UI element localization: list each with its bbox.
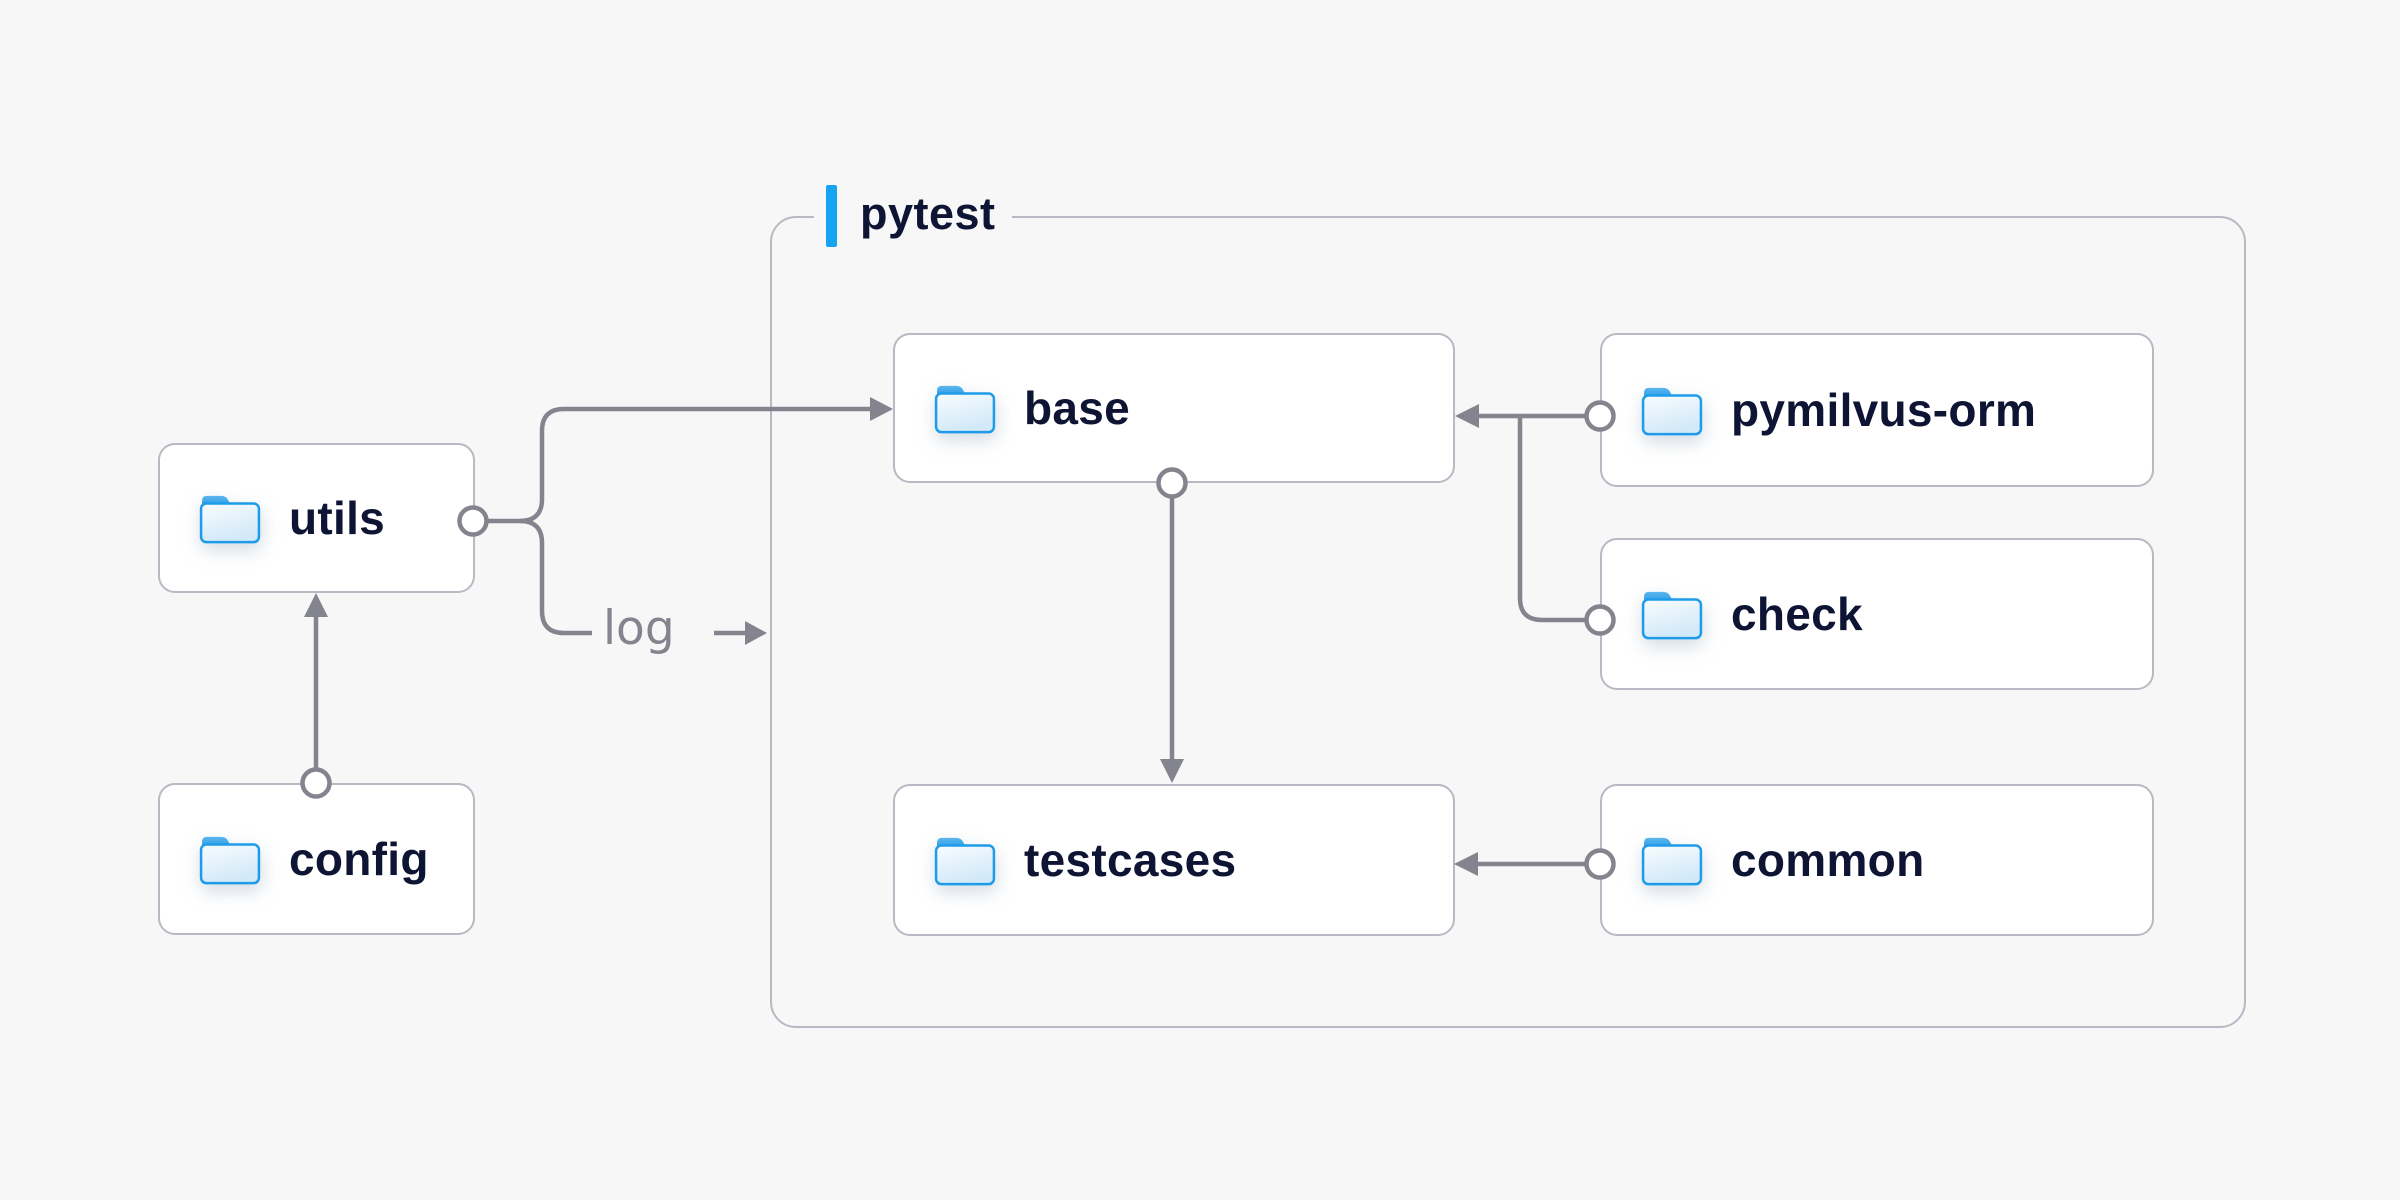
edge-label-log: log bbox=[603, 601, 675, 656]
edge-config-utils-arrowhead bbox=[304, 593, 328, 617]
edge-utils-log-line bbox=[519, 518, 592, 636]
pytest-group-title: pytest bbox=[860, 187, 996, 239]
folder-icon bbox=[199, 836, 261, 885]
node-label: testcases bbox=[1024, 834, 1237, 886]
node-utils: utils bbox=[158, 443, 475, 593]
folder-icon bbox=[1641, 591, 1703, 640]
node-common: common bbox=[1600, 784, 2154, 936]
folder-icon bbox=[1641, 837, 1703, 886]
node-label: common bbox=[1731, 834, 1925, 886]
node-label: check bbox=[1731, 588, 1863, 640]
node-label: config bbox=[289, 833, 429, 885]
node-label: pymilvus-orm bbox=[1731, 384, 2037, 436]
folder-icon bbox=[934, 385, 996, 434]
node-label: utils bbox=[289, 492, 386, 544]
node-pymilvus-orm: pymilvus-orm bbox=[1600, 333, 2154, 487]
accent-bar bbox=[826, 185, 837, 247]
folder-icon bbox=[934, 837, 996, 886]
node-testcases: testcases bbox=[893, 784, 1455, 936]
pytest-group-label: pytest bbox=[814, 183, 1012, 249]
edge-log-pytest-arrowhead bbox=[745, 621, 767, 645]
node-label: base bbox=[1024, 382, 1131, 434]
node-check: check bbox=[1600, 538, 2154, 690]
folder-icon bbox=[199, 495, 261, 544]
pytest-group-frame bbox=[770, 216, 2246, 1028]
node-config: config bbox=[158, 783, 475, 935]
folder-icon bbox=[1641, 387, 1703, 436]
node-base: base bbox=[893, 333, 1455, 483]
